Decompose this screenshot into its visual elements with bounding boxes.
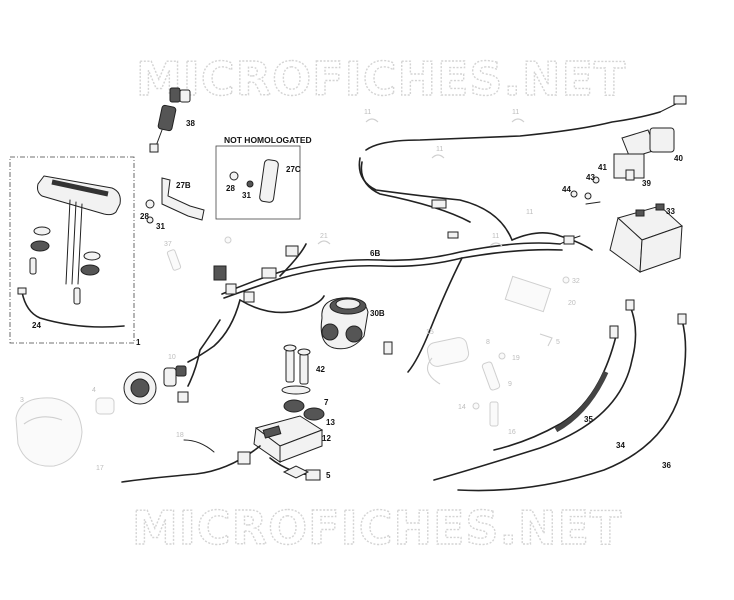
label-28b: 28 bbox=[226, 184, 235, 193]
label-4: 4 bbox=[92, 387, 96, 394]
label-8: 8 bbox=[486, 339, 490, 346]
label-7: 7 bbox=[324, 398, 329, 407]
label-41: 41 bbox=[598, 163, 607, 172]
label-17: 17 bbox=[96, 465, 104, 472]
label-10: 10 bbox=[168, 354, 176, 361]
label-13: 13 bbox=[326, 418, 335, 427]
label-30b: 30B bbox=[370, 309, 385, 318]
label-34: 34 bbox=[616, 441, 625, 450]
label-11c: 11 bbox=[436, 146, 443, 153]
label-31a: 31 bbox=[156, 222, 165, 231]
label-19: 19 bbox=[512, 355, 520, 362]
label-44: 44 bbox=[562, 185, 571, 194]
regulator-20 bbox=[504, 275, 570, 347]
dashboard-group-box bbox=[9, 156, 135, 344]
main-harness bbox=[177, 95, 687, 403]
label-3: 3 bbox=[20, 397, 24, 404]
not-homologated-box bbox=[215, 145, 301, 220]
label-18: 18 bbox=[176, 432, 184, 439]
label-16: 16 bbox=[508, 429, 516, 436]
watermark-bottom: MICROFICHES.NET bbox=[132, 501, 622, 555]
label-24: 24 bbox=[32, 321, 41, 330]
label-32: 32 bbox=[572, 278, 580, 285]
label-39: 39 bbox=[642, 179, 651, 188]
label-14: 14 bbox=[458, 404, 466, 411]
ignition-coil bbox=[426, 337, 506, 427]
label-31b: 31 bbox=[242, 191, 251, 200]
not-homologated-label: NOT HOMOLOGATED bbox=[224, 135, 312, 145]
battery-33 bbox=[609, 203, 683, 273]
label-21: 21 bbox=[320, 233, 328, 240]
label-35: 35 bbox=[584, 415, 593, 424]
label-11d: 11 bbox=[492, 233, 499, 240]
bracket-27c bbox=[229, 159, 279, 203]
label-15: 15 bbox=[426, 329, 434, 336]
label-20: 20 bbox=[568, 300, 576, 307]
cable-35 bbox=[493, 325, 619, 451]
label-37: 37 bbox=[164, 241, 172, 248]
label-11a: 11 bbox=[364, 109, 371, 116]
dashboard-instrument bbox=[17, 175, 125, 328]
label-33: 33 bbox=[666, 207, 675, 216]
switch-38 bbox=[149, 87, 191, 153]
label-9: 9 bbox=[508, 381, 512, 388]
clamps-11 bbox=[317, 118, 525, 247]
label-27b: 27B bbox=[176, 181, 191, 190]
watermark-top: MICROFICHES.NET bbox=[136, 52, 626, 106]
relays bbox=[570, 127, 675, 205]
headlight-3 bbox=[15, 365, 187, 467]
label-43: 43 bbox=[586, 173, 595, 182]
label-12: 12 bbox=[322, 434, 331, 443]
label-6b: 6B bbox=[370, 249, 380, 258]
label-5a: 5 bbox=[326, 471, 331, 480]
label-42: 42 bbox=[316, 365, 325, 374]
label-40: 40 bbox=[674, 154, 683, 163]
ecu-12 bbox=[121, 415, 324, 483]
label-1: 1 bbox=[136, 338, 141, 347]
label-5b: 5 bbox=[556, 339, 560, 346]
faint-part-37 bbox=[166, 236, 232, 271]
label-36: 36 bbox=[662, 461, 671, 470]
cable-36 bbox=[457, 313, 687, 492]
cable-34 bbox=[433, 299, 637, 481]
label-38: 38 bbox=[186, 119, 195, 128]
fasteners bbox=[281, 344, 325, 479]
bracket-27b bbox=[145, 177, 205, 224]
handlebar-switch-30b bbox=[320, 297, 369, 350]
label-11e: 11 bbox=[526, 209, 533, 216]
label-28a: 28 bbox=[140, 212, 149, 221]
label-11b: 11 bbox=[512, 109, 519, 116]
label-27c: 27C bbox=[286, 165, 301, 174]
